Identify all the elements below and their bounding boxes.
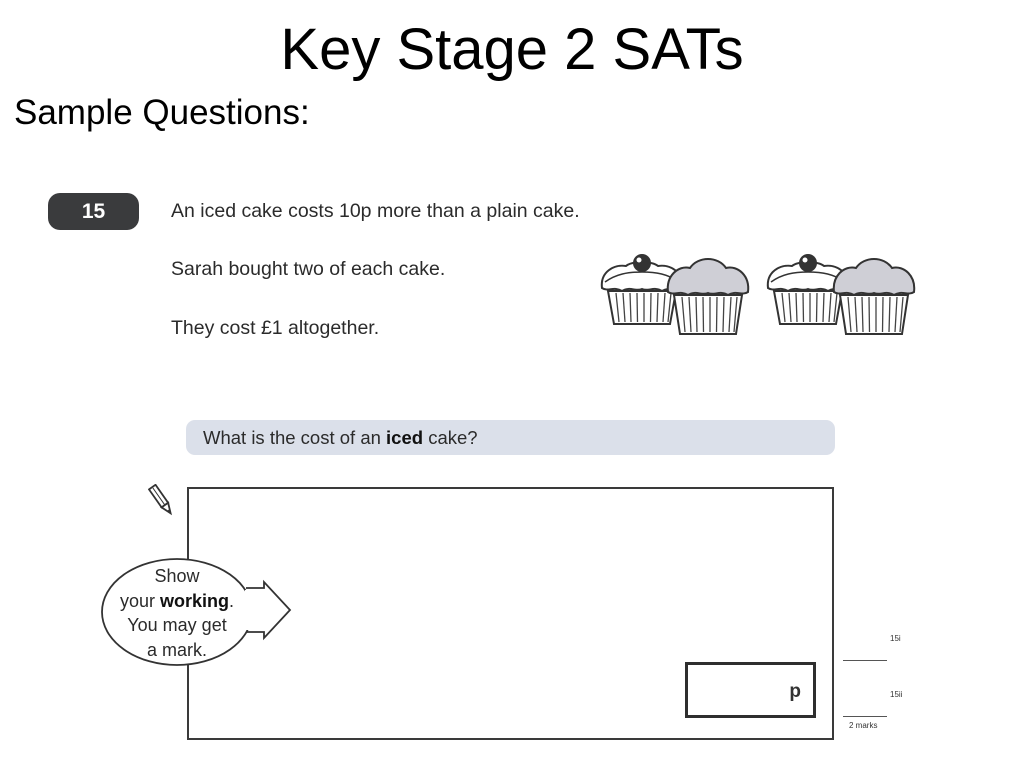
mark-line-15ii: [843, 716, 887, 717]
question-line-1: An iced cake costs 10p more than a plain…: [171, 200, 580, 222]
question-line-3: They cost £1 altogether.: [171, 317, 380, 339]
mark-label-15i: 15i: [890, 634, 901, 643]
plain-cake-1: [666, 258, 750, 335]
bubble-line-2-bold: working: [160, 590, 230, 611]
page-title: Key Stage 2 SATs: [280, 17, 744, 82]
bubble-line-2-before: your: [119, 590, 160, 611]
total-marks-label: 2 marks: [849, 721, 878, 730]
bubble-line-4: a mark.: [146, 639, 207, 660]
plain-cake-2: [832, 258, 916, 335]
bubble-line-1: Show: [154, 566, 200, 586]
bubble-line-2-after: .: [229, 590, 235, 611]
bubble-line-2: your working.: [100, 589, 254, 614]
bubble-text: Show your working. You may get a mark.: [100, 564, 254, 662]
question-number-badge: 15: [48, 193, 139, 230]
prompt-text-before: What is the cost of an: [203, 427, 387, 448]
cupcakes-illustration: [600, 253, 916, 335]
bubble-line-3: You may get: [127, 615, 227, 635]
prompt-text-after: cake?: [423, 427, 478, 448]
prompt-text-bold: iced: [386, 427, 424, 448]
question-prompt: What is the cost of an iced cake?: [186, 420, 835, 455]
answer-unit: p: [789, 681, 801, 702]
question-line-2: Sarah bought two of each cake.: [171, 258, 446, 280]
pencil-icon: [148, 484, 172, 516]
mark-line-15i: [843, 660, 887, 661]
page-subtitle: Sample Questions:: [14, 93, 310, 132]
mark-label-15ii: 15ii: [890, 690, 903, 699]
show-working-bubble: [101, 558, 292, 666]
answer-box[interactable]: p: [685, 662, 816, 718]
